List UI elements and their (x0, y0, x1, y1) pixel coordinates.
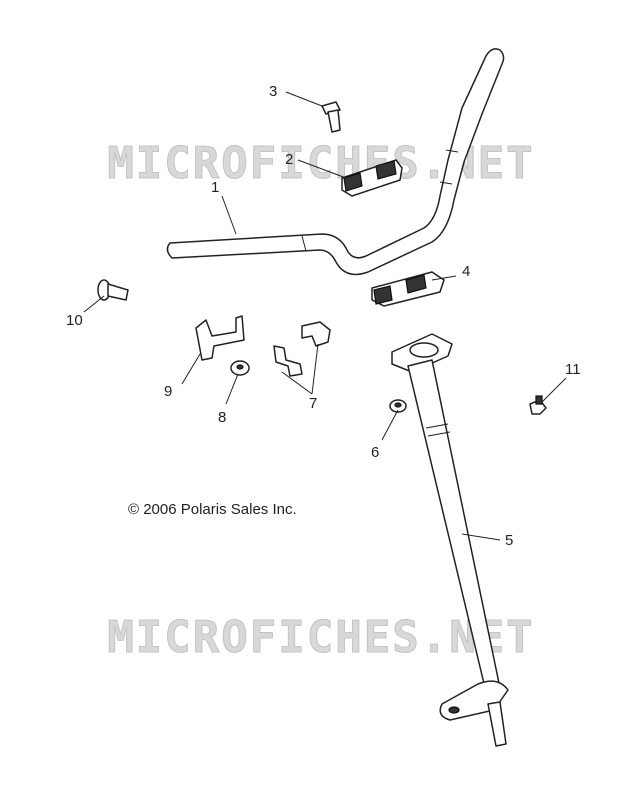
callout-7: 7 (309, 395, 318, 412)
bolt-10[interactable] (97, 279, 129, 301)
bolt-3[interactable] (321, 101, 341, 133)
callout-1: 1 (211, 179, 220, 196)
lower-clamp[interactable] (371, 271, 445, 307)
handlebar[interactable] (166, 48, 505, 276)
callout-5: 5 (505, 532, 514, 549)
callout-11: 11 (565, 361, 581, 378)
callout-10: 10 (66, 312, 83, 329)
callout-6: 6 (371, 444, 380, 461)
bracket-9[interactable] (195, 315, 245, 361)
callout-8: 8 (218, 409, 227, 426)
callout-2: 2 (285, 151, 294, 168)
leader-lines (83, 91, 567, 541)
nut-8[interactable] (230, 360, 250, 376)
callout-4: 4 (462, 263, 471, 280)
upper-clamp[interactable] (341, 159, 403, 197)
callout-3: 3 (269, 83, 278, 100)
nut-6[interactable] (389, 399, 407, 413)
steering-post[interactable] (391, 333, 509, 747)
watermark-bottom: MICROFICHES.NET (107, 612, 535, 664)
callout-9: 9 (164, 383, 173, 400)
copyright-notice: © 2006 Polaris Sales Inc. (128, 501, 297, 518)
fitting-11[interactable] (529, 395, 547, 415)
brackets-7[interactable] (273, 321, 331, 377)
